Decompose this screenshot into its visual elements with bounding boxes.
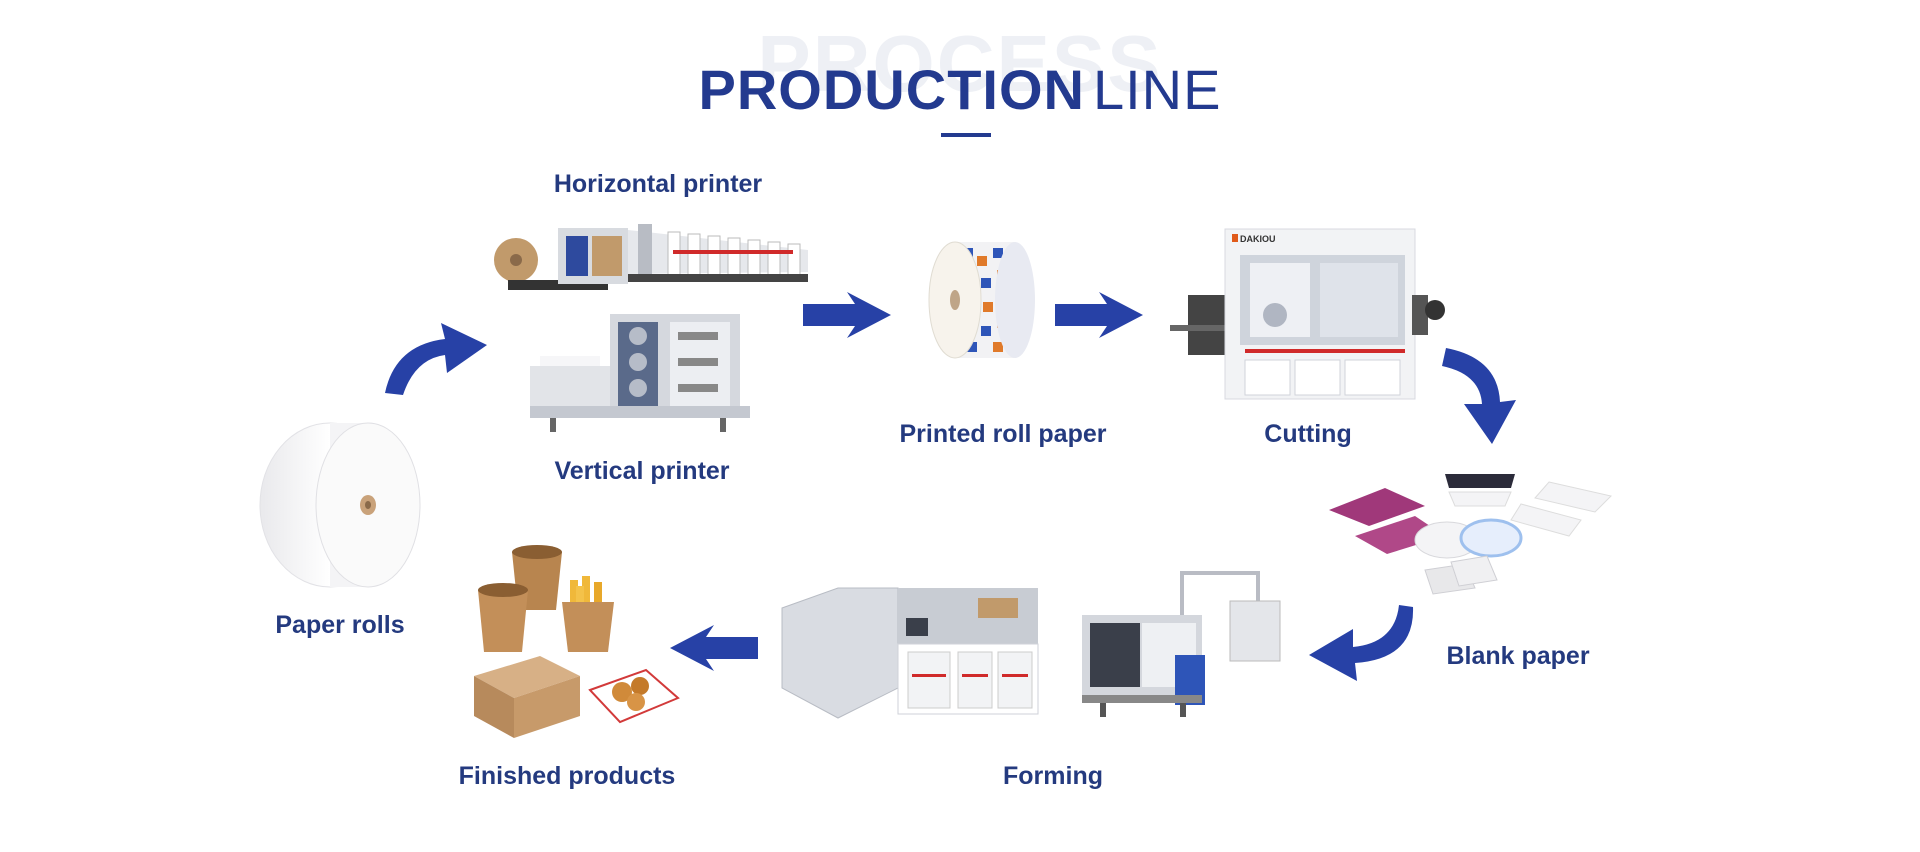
paper-roll-image (259, 422, 421, 588)
right-arrow-icon (803, 292, 891, 338)
label-vertical-printer: Vertical printer (554, 457, 730, 485)
curved-arrow-icon (385, 323, 487, 395)
label-blank-paper: Blank paper (1446, 642, 1590, 670)
label-finished-products: Finished products (458, 762, 676, 790)
label-horizontal-printer: Horizontal printer (553, 170, 763, 198)
label-forming: Forming (1003, 762, 1103, 790)
curved-arrow-left-icon (1309, 605, 1414, 681)
background-watermark-word: PROCESS (757, 19, 1163, 108)
label-printed-roll-paper: Printed roll paper (899, 420, 1107, 448)
title-underline (941, 133, 991, 137)
machine-brand-logo: DAKIOU (1240, 234, 1276, 244)
right-arrow-icon (1055, 292, 1143, 338)
printed-roll-image (928, 241, 1035, 359)
label-cutting: Cutting (1264, 420, 1352, 448)
horizontal-printer-image (494, 224, 808, 290)
blank-paper-image (1329, 474, 1612, 595)
title-bold: PRODUCTION (698, 58, 1085, 121)
box-forming-machine-image (781, 587, 1039, 719)
label-paper-rolls: Paper rolls (275, 611, 405, 639)
curved-arrow-down-icon (1442, 348, 1516, 444)
finished-products-image (474, 545, 680, 738)
left-arrow-icon (670, 625, 758, 671)
vertical-printer-image (530, 314, 750, 432)
cutting-machine-image: DAKIOU (1170, 228, 1445, 400)
cup-forming-machine-image (1082, 571, 1281, 717)
title-light: LINE (1092, 58, 1222, 121)
